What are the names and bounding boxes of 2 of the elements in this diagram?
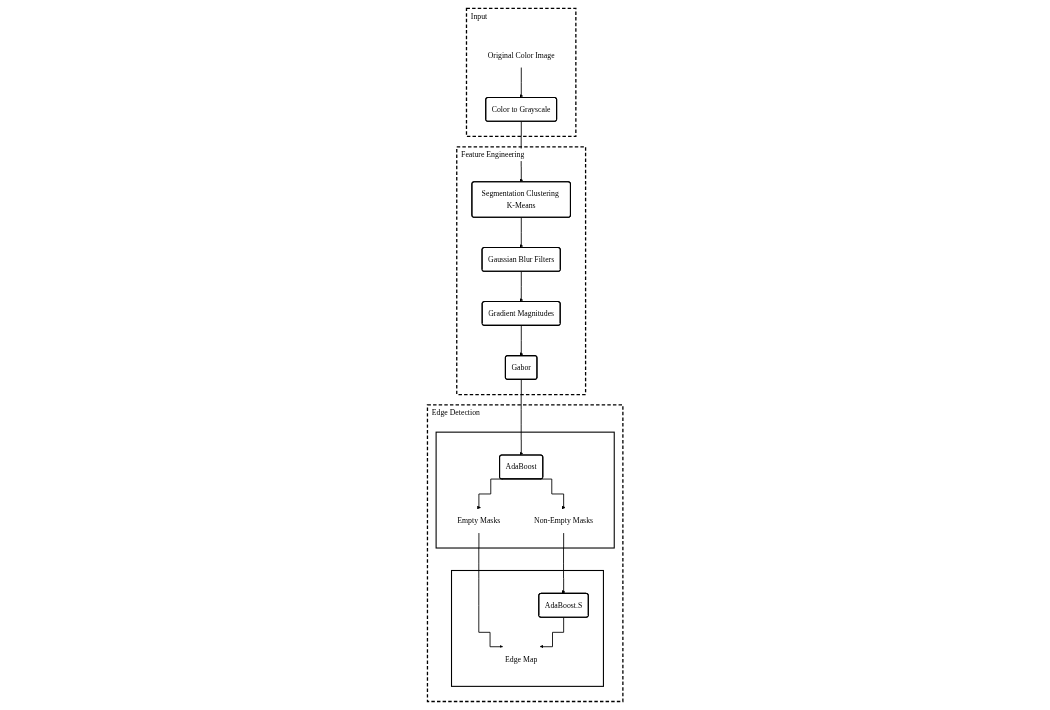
cluster	[435, 431, 615, 549]
cluster	[450, 569, 604, 687]
